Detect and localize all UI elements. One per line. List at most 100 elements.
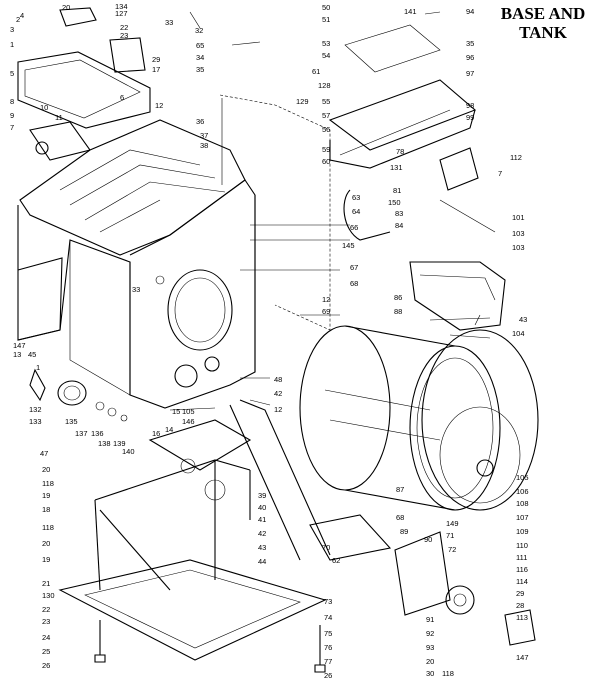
callout: 7	[498, 169, 502, 178]
callout: 127	[115, 9, 128, 18]
callout: 64	[352, 207, 360, 216]
idler-bracket	[309, 514, 536, 646]
callout: 86	[394, 293, 402, 302]
callout: 92	[426, 629, 434, 638]
leader-lines	[169, 11, 491, 411]
callout: 35	[196, 65, 204, 74]
callout: 77	[324, 657, 332, 666]
callout: 35	[466, 39, 474, 48]
heater-bracket	[328, 24, 496, 241]
callout: 5	[10, 69, 14, 78]
callout: 21	[42, 579, 50, 588]
title-line-2: TANK	[519, 23, 567, 42]
callout: 61	[312, 67, 320, 76]
callout: 81	[393, 186, 401, 195]
callout: 73	[324, 597, 332, 606]
callout: 55	[322, 97, 330, 106]
base-frame	[58, 399, 331, 661]
callout: 65	[196, 41, 204, 50]
callout: 10	[40, 103, 48, 112]
callout: 23	[42, 617, 50, 626]
callout: 110	[516, 541, 528, 550]
callout: 69	[322, 307, 330, 316]
callout: 57	[322, 111, 330, 120]
callout: 149	[446, 519, 459, 528]
callout: 101	[512, 213, 525, 222]
callout: 68	[350, 279, 358, 288]
callout: 33	[165, 18, 173, 27]
callout: 19	[42, 491, 50, 500]
callout: 40	[258, 503, 266, 512]
callout: 114	[516, 577, 528, 586]
callout: 96	[466, 53, 474, 62]
callout: 141	[404, 7, 417, 16]
callout: 109	[516, 527, 529, 536]
callout: 105	[182, 407, 195, 416]
callout: 19	[42, 555, 50, 564]
callout: 6	[120, 93, 124, 102]
callout: 72	[448, 545, 456, 554]
callout: 25	[42, 647, 50, 656]
callout: 112	[510, 153, 522, 162]
callout: 106	[516, 487, 529, 496]
exhaust-duct	[409, 261, 506, 331]
callout: 1	[36, 363, 40, 372]
callout: 74	[324, 613, 332, 622]
callout: 29	[152, 55, 160, 64]
callout: 105	[516, 473, 529, 482]
callout: 60	[322, 157, 330, 166]
callout: 137	[75, 429, 88, 438]
callout: 150	[388, 198, 401, 207]
callout: 118	[442, 669, 454, 678]
callout: 17	[152, 65, 160, 74]
callout: 26	[42, 661, 50, 670]
callout: 30	[426, 669, 434, 678]
callout: 94	[466, 7, 474, 16]
callout-labels: 20 134 127 33 32 23 22 4 3 1 5 2 8 9 10 …	[10, 2, 529, 680]
callout: 89	[400, 527, 408, 536]
callout: 59	[322, 145, 330, 154]
callout: 135	[65, 417, 78, 426]
callout: 7	[10, 123, 14, 132]
callout: 129	[296, 97, 309, 106]
callout: 26	[324, 671, 332, 680]
callout: 70	[322, 543, 330, 552]
callout: 83	[395, 209, 403, 218]
callout: 88	[394, 307, 402, 316]
callout: 37	[200, 131, 208, 140]
callout: 133	[29, 417, 42, 426]
callout: 23	[120, 31, 128, 40]
callout: 66	[350, 223, 358, 232]
callout: 38	[200, 141, 208, 150]
callout: 29	[516, 589, 524, 598]
callout: 20	[42, 539, 50, 548]
control-panel-assembly	[17, 7, 151, 161]
callout: 104	[512, 329, 525, 338]
callout: 9	[10, 111, 14, 120]
callout: 53	[322, 39, 330, 48]
callout: 71	[446, 531, 454, 540]
callout: 108	[516, 499, 529, 508]
callout: 99	[466, 113, 474, 122]
callout: 47	[40, 449, 48, 458]
rear-bulkhead	[421, 329, 539, 511]
callout: 48	[274, 375, 282, 384]
callout: 134	[115, 2, 128, 11]
callout: 28	[516, 601, 524, 610]
callout: 140	[122, 447, 135, 456]
callout: 116	[516, 565, 528, 574]
callout: 36	[196, 117, 204, 126]
callout: 54	[322, 51, 330, 60]
callout: 93	[426, 643, 434, 652]
callout: 118	[42, 523, 54, 532]
callout: 63	[352, 193, 360, 202]
callout: 20	[62, 3, 70, 12]
callout: 4	[20, 11, 24, 20]
callout: 44	[258, 557, 266, 566]
callout: 34	[196, 53, 204, 62]
leveling-legs	[94, 620, 326, 673]
callout: 132	[29, 405, 42, 414]
callout: 12	[274, 405, 282, 414]
callout: 22	[42, 605, 50, 614]
